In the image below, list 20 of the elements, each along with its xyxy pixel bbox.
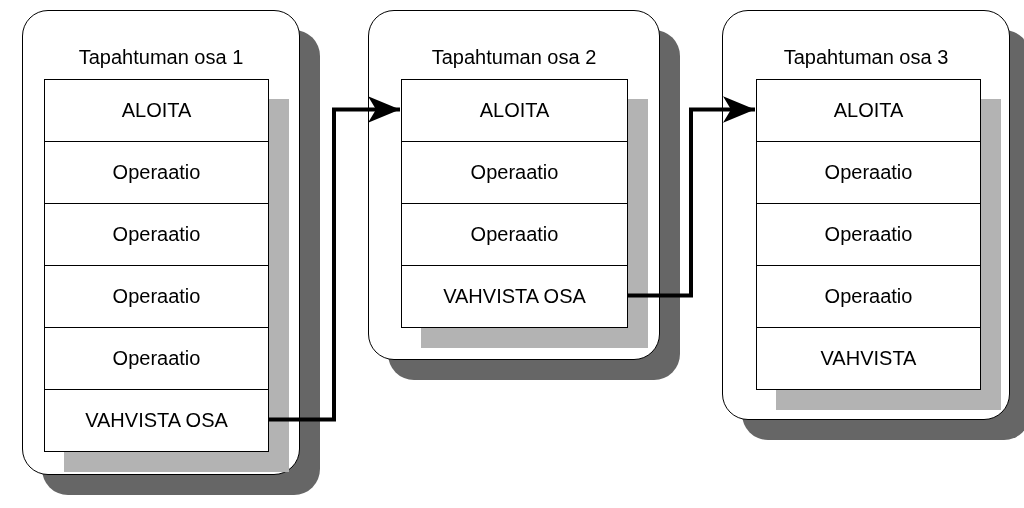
step-box: Operaatio (756, 141, 981, 204)
panel-title: Tapahtuman osa 3 (782, 45, 950, 69)
arrow (268, 96, 400, 422)
arrow (627, 96, 755, 298)
step-box: Operaatio (44, 265, 269, 328)
step-box: Operaatio (401, 203, 628, 266)
step-box: Operaatio (756, 203, 981, 266)
step-box: Operaatio (401, 141, 628, 204)
step-box: Operaatio (756, 265, 981, 328)
step-box: Operaatio (44, 141, 269, 204)
step-box: VAHVISTA (756, 327, 981, 390)
panel-title: Tapahtuman osa 2 (430, 45, 598, 69)
step-box: ALOITA (44, 79, 269, 142)
step-box: VAHVISTA OSA (401, 265, 628, 328)
step-box: Operaatio (44, 203, 269, 266)
step-box: ALOITA (401, 79, 628, 142)
step-box: Operaatio (44, 327, 269, 390)
panel-title: Tapahtuman osa 1 (77, 45, 245, 69)
step-box: VAHVISTA OSA (44, 389, 269, 452)
step-box: ALOITA (756, 79, 981, 142)
